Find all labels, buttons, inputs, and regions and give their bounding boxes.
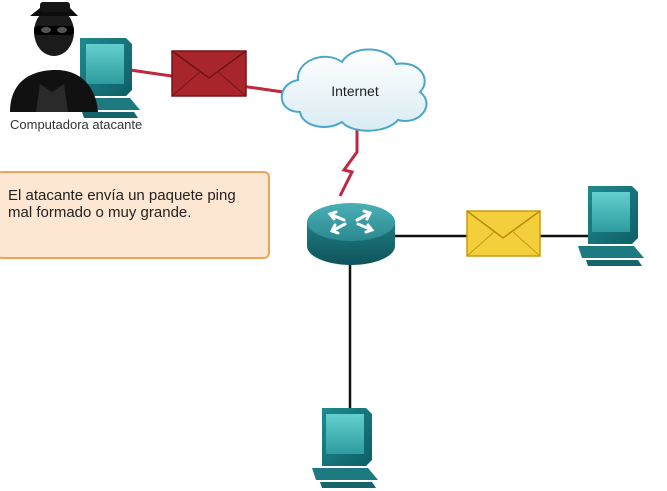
- envelope-icon: [171, 50, 247, 97]
- internet-router-link: [338, 128, 359, 197]
- computer-icon: [312, 408, 378, 488]
- computer-icon: [578, 186, 644, 266]
- attacker-label: Computadora atacante: [10, 117, 143, 132]
- cloud-label: Internet: [331, 83, 379, 99]
- router-icon: [307, 203, 395, 265]
- malicious-envelope: [171, 50, 247, 97]
- callout-box: El atacante envía un paquete ping mal fo…: [0, 171, 270, 259]
- normal-envelope: [466, 210, 541, 257]
- hacker-icon: [10, 2, 98, 112]
- cloud-icon: Internet: [280, 48, 428, 132]
- envelope-icon: [466, 210, 541, 257]
- callout-text: El atacante envía un paquete ping mal fo…: [8, 187, 236, 221]
